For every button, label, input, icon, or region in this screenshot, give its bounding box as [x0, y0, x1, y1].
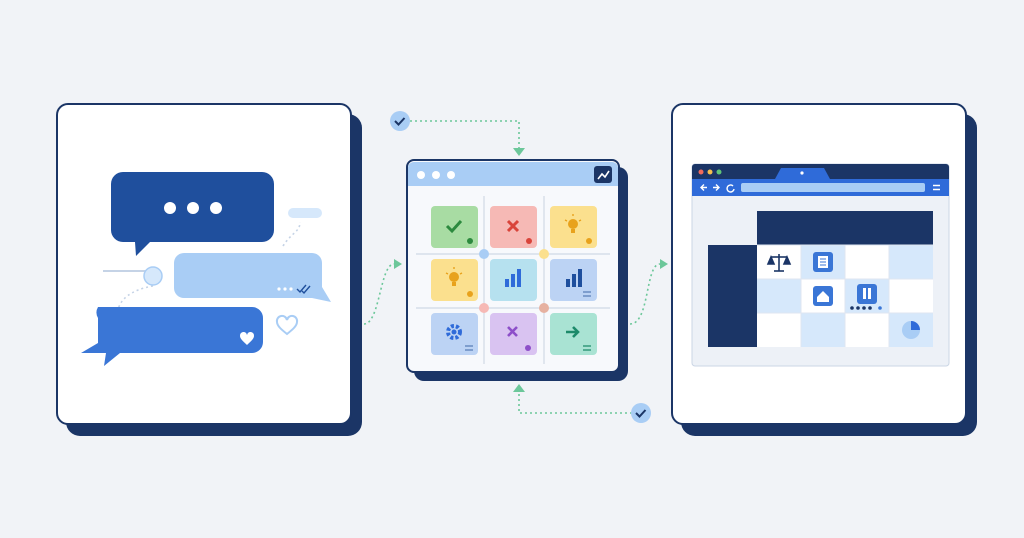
tile-badge-icon	[467, 238, 473, 244]
tile-badge-icon	[467, 291, 473, 297]
bar-chart-icon	[505, 269, 521, 287]
node-dot	[539, 303, 549, 313]
menu-icon	[933, 184, 940, 191]
window-dots	[698, 169, 722, 175]
house-icon	[813, 286, 833, 306]
tile-gear	[431, 313, 478, 355]
window-dots	[417, 171, 455, 179]
tile-bulb	[550, 206, 597, 248]
nav-icons	[700, 184, 735, 193]
x-icon	[506, 219, 520, 233]
pause-icon	[857, 284, 877, 304]
connector-left	[363, 263, 395, 325]
document-icon	[813, 252, 833, 272]
bar-chart-icon	[566, 269, 582, 287]
reply-bubble	[174, 253, 331, 302]
swap-icon	[583, 345, 591, 351]
arrowhead-left	[394, 259, 402, 269]
typing-dots-icon	[164, 202, 222, 214]
forward-arrow-icon	[713, 184, 720, 191]
tile-bulb-2	[431, 259, 478, 301]
refresh-icon	[726, 184, 735, 193]
address-bar	[741, 183, 925, 192]
tile-arrow	[550, 313, 597, 355]
heart-icon	[239, 331, 255, 345]
tile-check	[431, 206, 478, 248]
status-pill	[288, 208, 322, 218]
check-badge-icon	[390, 111, 410, 131]
rating-dots	[850, 306, 882, 310]
lightbulb-icon	[449, 272, 459, 282]
node-dot	[539, 249, 549, 259]
arrow-right-icon	[566, 326, 580, 338]
double-check-icon	[296, 284, 311, 295]
calendar-grid	[708, 211, 933, 347]
tile-badge-icon	[586, 238, 592, 244]
tile-cross-2	[490, 313, 537, 355]
back-arrow-icon	[700, 184, 707, 191]
message-bubble	[81, 307, 263, 366]
tile-badge-icon	[525, 345, 531, 351]
lightbulb-icon	[568, 219, 578, 229]
chat-node	[143, 266, 163, 286]
floating-heart-icon	[275, 314, 299, 336]
check-icon	[445, 219, 463, 234]
connector-top	[410, 120, 520, 148]
tile-badge-icon	[526, 238, 532, 244]
swap-icon	[583, 291, 591, 297]
arrowhead-bottom	[513, 384, 525, 392]
arrowhead-right	[660, 259, 668, 269]
connector-bottom	[518, 392, 632, 414]
connector-right	[629, 263, 661, 325]
typing-bubble	[111, 172, 274, 256]
pie-chart-icon	[902, 321, 920, 339]
scale-icon	[766, 254, 792, 272]
x-icon	[507, 326, 518, 337]
reply-dots-icon	[277, 287, 293, 291]
node-dot	[479, 249, 489, 259]
tile-bar-chart-2	[550, 259, 597, 301]
tile-cross	[490, 206, 537, 248]
swap-icon	[465, 345, 473, 351]
tile-bar-chart	[490, 259, 537, 301]
check-badge-icon	[631, 403, 651, 423]
arrowhead-top	[513, 148, 525, 156]
grid-titlebar	[408, 162, 618, 186]
chat-connector-lines	[117, 221, 301, 311]
node-dot	[479, 303, 489, 313]
gear-icon	[446, 324, 462, 340]
